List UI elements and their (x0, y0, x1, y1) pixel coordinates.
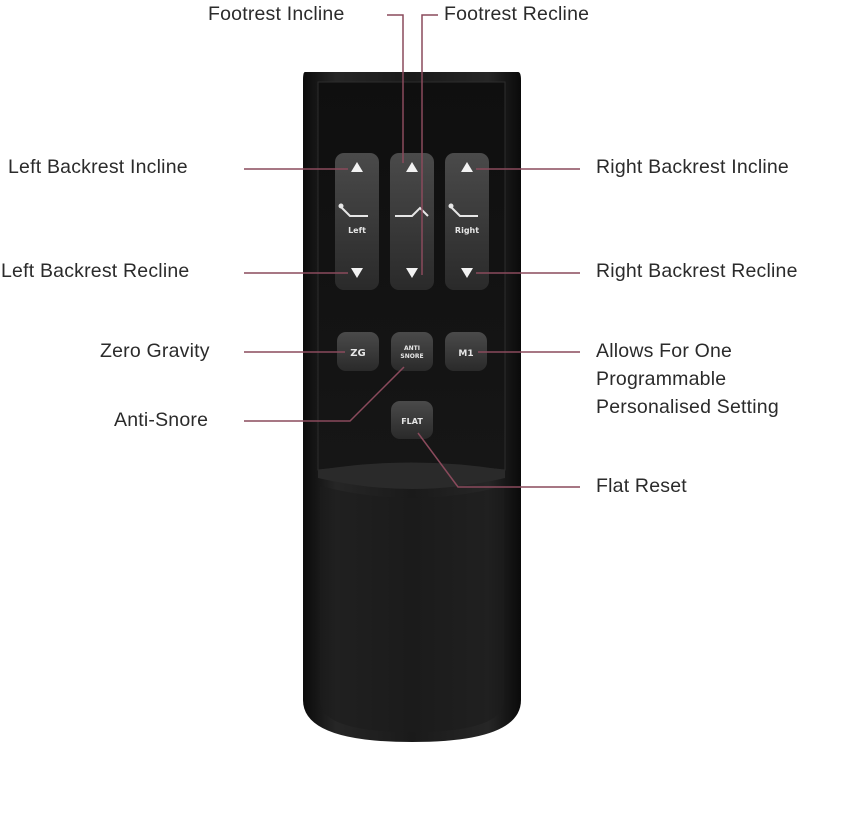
m1-description-line-2: Programmable (596, 368, 727, 390)
m1-description: Allows For One Programmable Personalised… (596, 337, 841, 421)
left-label: Left (348, 226, 366, 235)
flat-reset-label: Flat Reset (596, 475, 687, 497)
right-up-arrow-icon (461, 162, 473, 172)
anti-snore-callout-label: Anti-Snore (114, 409, 209, 431)
anti-snore-label-line2: SNORE (400, 353, 423, 360)
right-down-arrow-icon (461, 268, 473, 278)
grip-ridge (318, 462, 505, 489)
m1-description-line-3: Personalised Setting (596, 396, 779, 418)
foot-down-arrow-icon (406, 268, 418, 278)
foot-rocker-button[interactable] (390, 153, 434, 290)
right-rocker-button[interactable] (445, 153, 489, 290)
footrest-incline-label: Footrest Incline (208, 3, 345, 25)
zero-gravity-button[interactable] (337, 332, 379, 371)
zero-gravity-label: Zero Gravity (100, 340, 210, 362)
m1-label: M1 (458, 349, 473, 359)
flat-label: FLAT (401, 417, 423, 426)
left-down-arrow-icon (351, 268, 363, 278)
right-label: Right (455, 226, 479, 235)
footrest-recline-leader (421, 14, 438, 275)
footrest-incline-leader (387, 14, 404, 163)
left-bed-icon (338, 203, 368, 217)
m1-description-line-1: Allows For One (596, 340, 733, 362)
foot-up-arrow-icon (406, 162, 418, 172)
right-bed-icon (448, 203, 478, 217)
left-up-arrow-icon (351, 162, 363, 172)
right-backrest-incline-label: Right Backrest Incline (596, 156, 789, 178)
anti-snore-button[interactable] (391, 332, 433, 371)
left-backrest-incline-label: Left Backrest Incline (8, 156, 188, 178)
zg-label: ZG (350, 348, 365, 359)
flat-button[interactable] (391, 401, 433, 439)
footrest-recline-label: Footrest Recline (444, 3, 590, 25)
anti-snore-leader (244, 366, 405, 422)
left-rocker-button[interactable] (335, 153, 379, 290)
foot-bed-icon (395, 206, 429, 217)
right-backrest-recline-label: Right Backrest Recline (596, 260, 798, 282)
anti-snore-label-line1: ANTI (404, 345, 420, 352)
flat-reset-leader (417, 432, 580, 488)
left-backrest-recline-label: Left Backrest Recline (1, 260, 190, 282)
leader-lines (244, 14, 580, 488)
m1-button[interactable] (445, 332, 487, 371)
